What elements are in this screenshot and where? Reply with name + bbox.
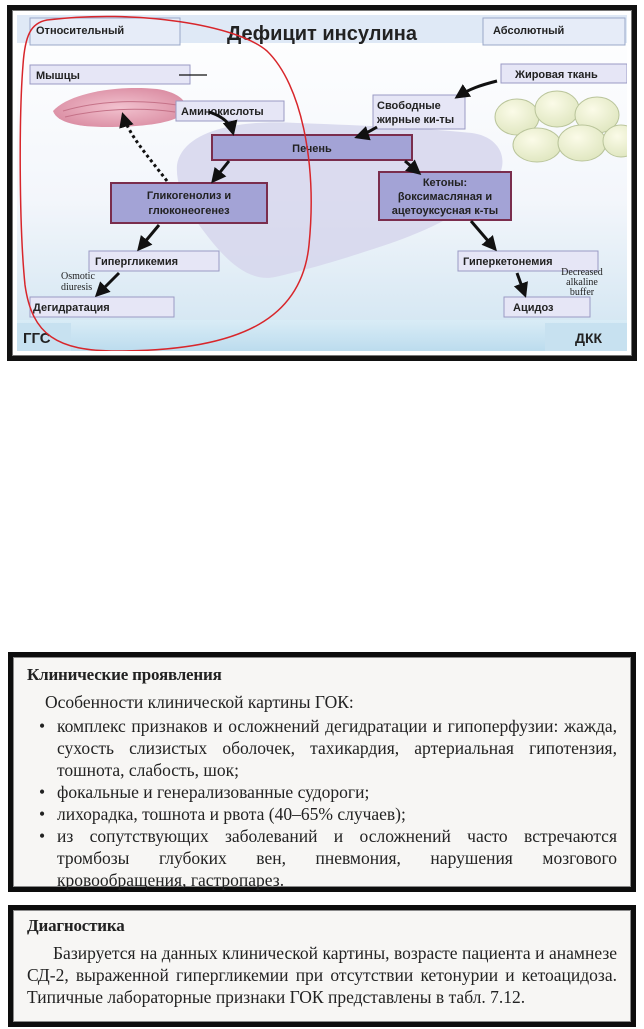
clinical-intro: Особенности клинической картины ГОК:	[45, 692, 354, 712]
osmotic-diuresis-line1: Osmotic	[61, 271, 95, 282]
ketones-box	[378, 171, 512, 221]
ketones-line3: ацетоуксусная к-ты	[392, 205, 498, 217]
decreased-buffer-line3: buffer	[570, 287, 595, 298]
dka-tag	[545, 323, 627, 351]
insulin-deficiency-diagram: Относительный Дефицит инсулина Абсолютны…	[7, 5, 637, 361]
arrow-hyperglycemia-to-dehydration	[94, 271, 121, 298]
free-fatty-acids-box	[372, 94, 466, 130]
ketones-line2: βоксимасляная и	[398, 191, 492, 203]
muscle-illustration	[53, 87, 186, 127]
glycogenolysis-line2: глюконеогенез	[148, 205, 230, 217]
clinical-heading: Клинические проявления	[27, 665, 222, 684]
liver-label: Печень	[292, 143, 332, 155]
relative-deficit-label: Относительный	[36, 25, 124, 37]
fat-cells-illustration	[494, 90, 627, 163]
arrow-glyco-to-muscles-dotted	[119, 112, 169, 182]
hyperglycemia-label: Гипергликемия	[95, 256, 178, 268]
free-fatty-acids-line1: Свободные	[377, 100, 441, 112]
hhs-tag	[17, 323, 71, 351]
adipose-tissue-box	[500, 63, 627, 84]
glycogenolysis-line1: Гликогенолиз и	[147, 190, 231, 202]
clinical-bullet: из сопутствующих заболеваний и осложнени…	[27, 825, 617, 891]
hyperketonemia-box	[457, 250, 599, 272]
diagnostics-heading: Диагностика	[27, 916, 125, 935]
arrow-hyperketonemia-to-acidosis	[513, 272, 528, 298]
arrow-liver-to-ketones	[404, 159, 422, 175]
ketones-line1: Кетоны:	[423, 177, 467, 189]
diagnostics-text: Базируется на данных клинической картины…	[27, 943, 617, 1007]
muscles-label: Мышцы	[36, 70, 80, 82]
osmotic-diuresis-line2: diuresis	[61, 282, 92, 293]
diagnostics-panel: Диагностика Базируется на данных клиниче…	[8, 905, 636, 1027]
dehydration-label: Дегидратация	[33, 302, 110, 314]
bottom-band	[17, 320, 627, 351]
hyperglycemia-box	[88, 250, 220, 272]
arrow-adipose-to-ffa	[454, 79, 498, 99]
acidosis-box	[503, 296, 591, 318]
absolute-deficit-box	[482, 17, 626, 46]
amino-acids-label: Аминокислоты	[181, 106, 264, 118]
flow-arrows	[94, 74, 528, 298]
diagram-title: Дефицит инсулина	[227, 23, 418, 45]
decreased-buffer-line1: Decreased	[561, 267, 603, 278]
clinical-bullet-list: комплекс признаков и осложнений дегидрат…	[27, 715, 617, 891]
arrow-ketones-to-hyperketonemia	[469, 220, 497, 252]
clinical-bullet: лихорадка, тошнота и рвота (40–65% случа…	[27, 803, 617, 825]
adipose-tissue-label: Жировая ткань	[514, 69, 598, 81]
absolute-deficit-label: Абсолютный	[493, 25, 564, 37]
arrow-amino-to-liver	[208, 110, 238, 136]
liver-box	[211, 134, 413, 161]
free-fatty-acids-line2: жирные ки-ты	[376, 114, 454, 126]
arrow-liver-to-glyco	[211, 160, 231, 184]
red-annotation-outline	[19, 15, 312, 351]
decreased-buffer-line2: alkaline	[566, 277, 598, 288]
acidosis-label: Ацидоз	[513, 302, 554, 314]
diagram-canvas: Относительный Дефицит инсулина Абсолютны…	[17, 15, 627, 351]
clinical-bullet: фокальные и генерализованные судороги;	[27, 781, 617, 803]
clinical-manifestations-panel: Клинические проявления Особенности клини…	[8, 652, 636, 892]
arrow-ffa-to-liver	[354, 125, 378, 141]
arrow-glyco-to-hyperglycemia	[137, 224, 161, 252]
glycogenolysis-box	[110, 182, 268, 224]
relative-deficit-box	[29, 17, 181, 46]
dka-label: ДКК	[575, 330, 603, 346]
clinical-bullet: комплекс признаков и осложнений дегидрат…	[27, 715, 617, 781]
hyperketonemia-label: Гиперкетонемия	[463, 256, 553, 268]
hhs-label: ГГС	[23, 330, 51, 347]
